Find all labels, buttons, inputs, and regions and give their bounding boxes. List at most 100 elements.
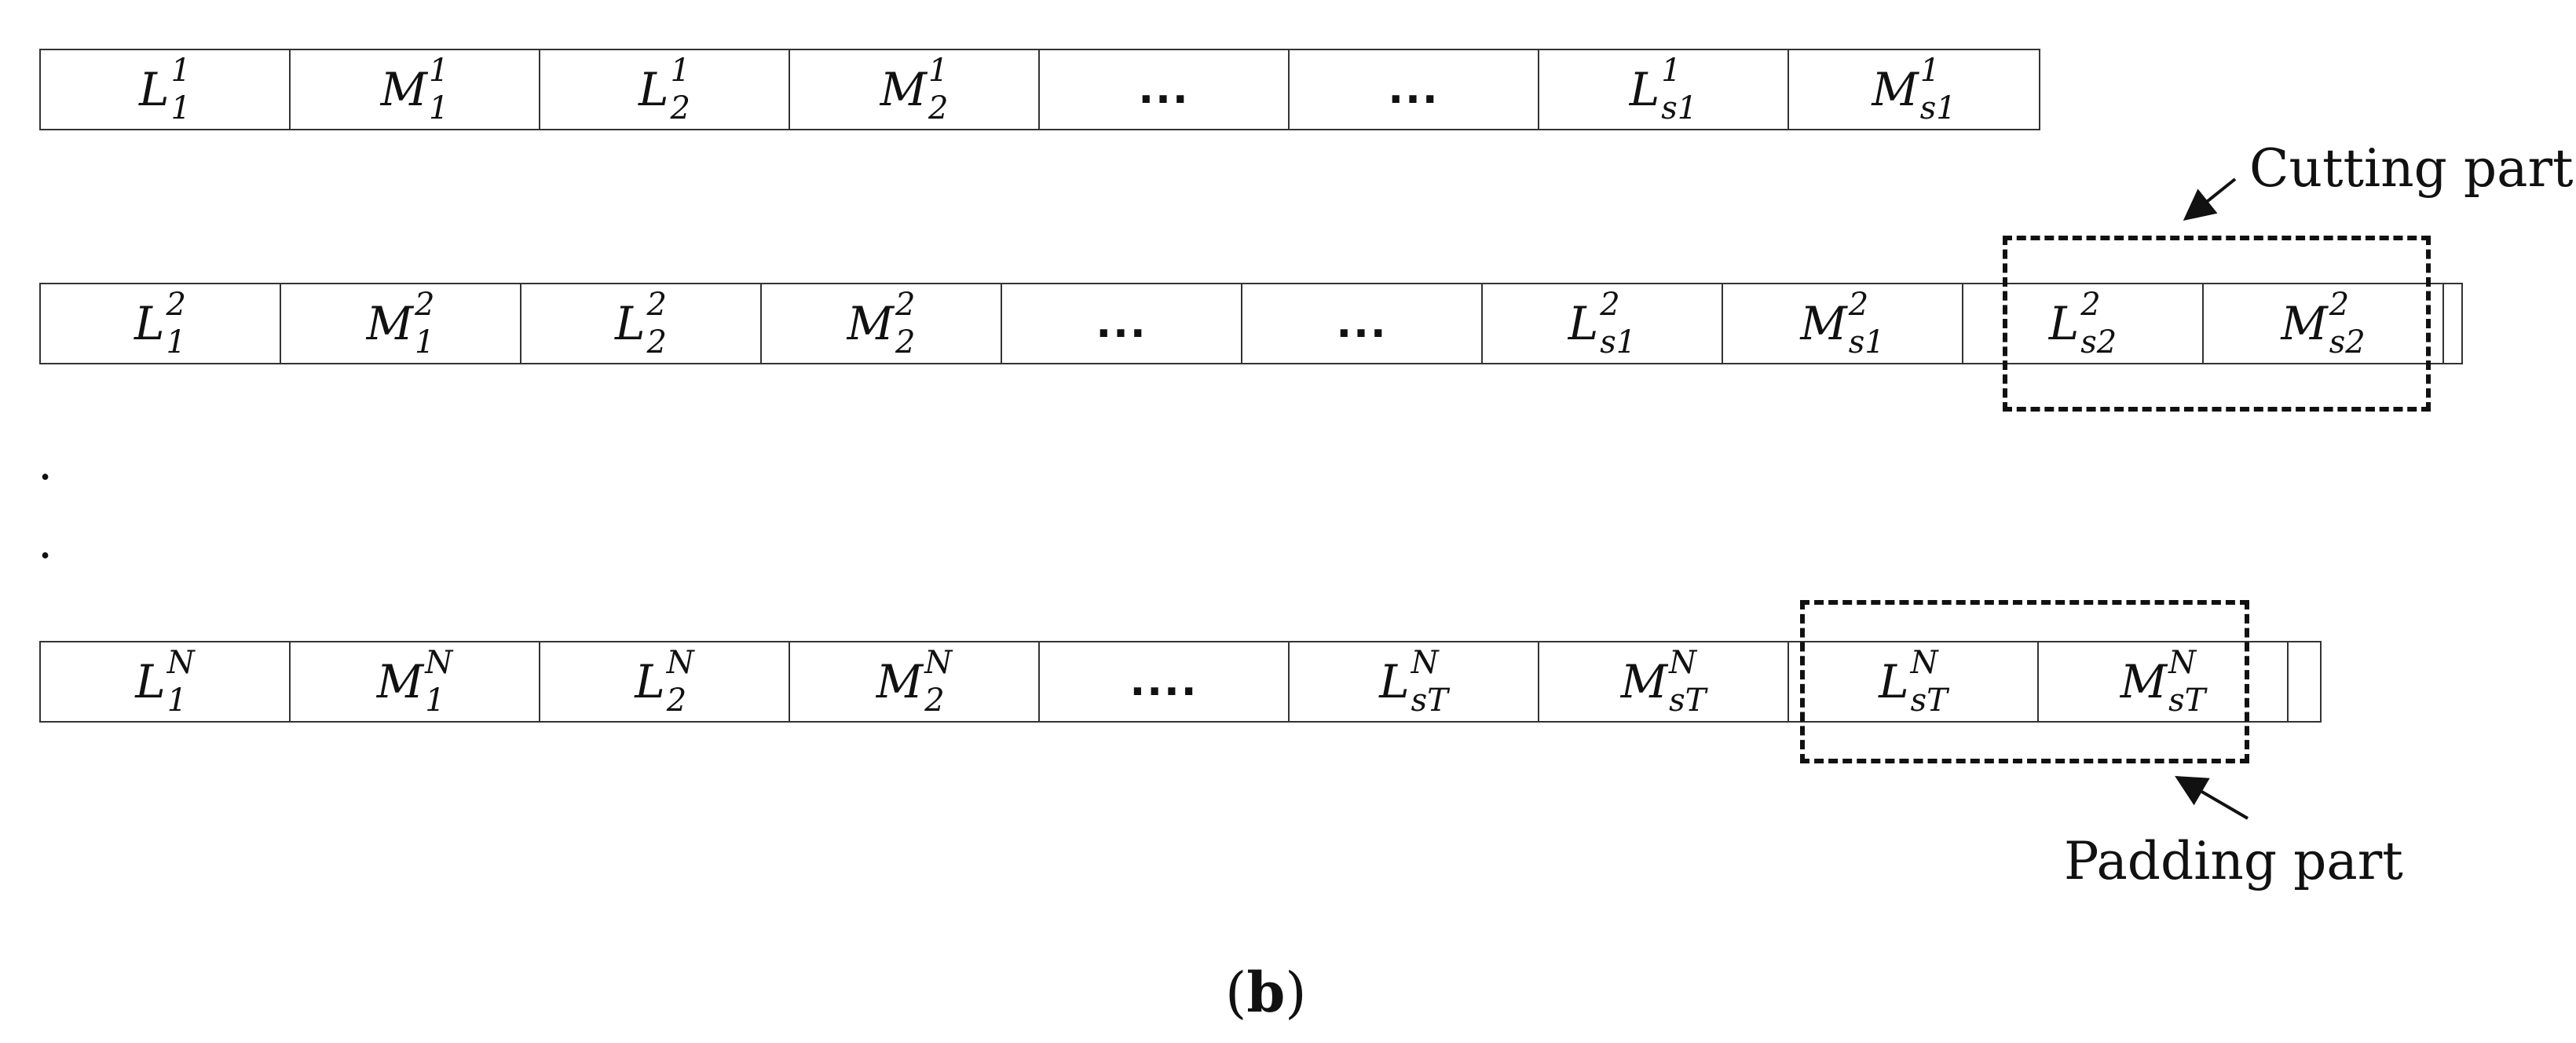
cell-variable: L [1629, 63, 1660, 116]
cell-subscript: sT [1669, 683, 1707, 719]
ellipsis-cell: ... [1040, 50, 1290, 129]
cell-variable: L [639, 63, 669, 116]
cell-superscript: N [1411, 645, 1439, 681]
cell-subscript: 2 [895, 324, 916, 360]
cell-superscript: 2 [2329, 287, 2350, 323]
cell-subscript: 2 [666, 683, 687, 719]
cell-variable: L [139, 63, 170, 116]
cell-variable: M [1620, 655, 1668, 708]
cell-subscript: s1 [1848, 324, 1885, 360]
cell-variable: M [2120, 655, 2168, 708]
cell-superscript: 2 [1600, 287, 1620, 323]
cell-subscript: sT [1910, 683, 1948, 719]
cell-variable: M [2281, 297, 2328, 350]
ellipsis-cell: ... [1002, 284, 1242, 363]
padding-part-box [1800, 600, 2249, 763]
cell-superscript: 2 [166, 287, 186, 323]
cell-subscript: 1 [170, 90, 191, 126]
cell-variable: M [380, 63, 427, 116]
cell-variable: L [2048, 297, 2080, 350]
cell-variable: M [1872, 63, 1919, 116]
cell-variable: L [135, 655, 166, 708]
cell-subscript: s2 [2329, 324, 2366, 360]
cell-variable: M [876, 655, 924, 708]
cell-superscript: 1 [928, 53, 949, 89]
cell-subscript: 1 [425, 683, 445, 719]
vertical-dot-2: . [38, 514, 53, 569]
cell-variable: M [1800, 297, 1847, 350]
cell-superscript: N [2168, 645, 2197, 681]
empty-cell [2289, 642, 2320, 721]
caption-letter: b [1246, 960, 1286, 1025]
cell-subscript: sT [1411, 683, 1448, 719]
caption-close-paren: ) [1285, 961, 1307, 1025]
padding-part-label: Padding part [2064, 831, 2403, 891]
cell-superscript: N [924, 645, 953, 681]
cell-superscript: N [666, 645, 694, 681]
ellipsis-text: .... [1129, 658, 1198, 705]
cell-variable: L [635, 655, 665, 708]
cell-superscript: 2 [646, 287, 667, 323]
cell-superscript: 2 [414, 287, 435, 323]
cutting-part-box [2003, 236, 2431, 412]
cell-subscript: 2 [646, 324, 667, 360]
cell-variable: L [1379, 655, 1410, 708]
ellipsis-text: ... [1096, 300, 1147, 347]
cell-subscript: sT [2168, 683, 2206, 719]
cell-superscript: 1 [170, 53, 191, 89]
ellipsis-text: ... [1388, 66, 1440, 113]
cell-superscript: 1 [428, 53, 449, 89]
cell-subscript: 1 [166, 683, 188, 719]
cell-superscript: 2 [1848, 287, 1869, 323]
padding-part-arrow [2175, 775, 2249, 820]
cell-subscript: 2 [670, 90, 690, 126]
cell-subscript: s1 [1600, 324, 1637, 360]
empty-cell [2444, 284, 2461, 363]
cell-subscript: 2 [928, 90, 949, 126]
cell-superscript: 1 [1661, 53, 1681, 89]
cell-superscript: N [1910, 645, 1938, 681]
cell-subscript: 1 [166, 324, 186, 360]
cell-variable: L [1879, 655, 1909, 708]
cell-subscript: s1 [1661, 90, 1698, 126]
cell-variable: L [134, 297, 165, 350]
ellipsis-text: ... [1336, 300, 1388, 347]
cell-superscript: N [425, 645, 453, 681]
caption-open-paren: ( [1225, 961, 1247, 1025]
